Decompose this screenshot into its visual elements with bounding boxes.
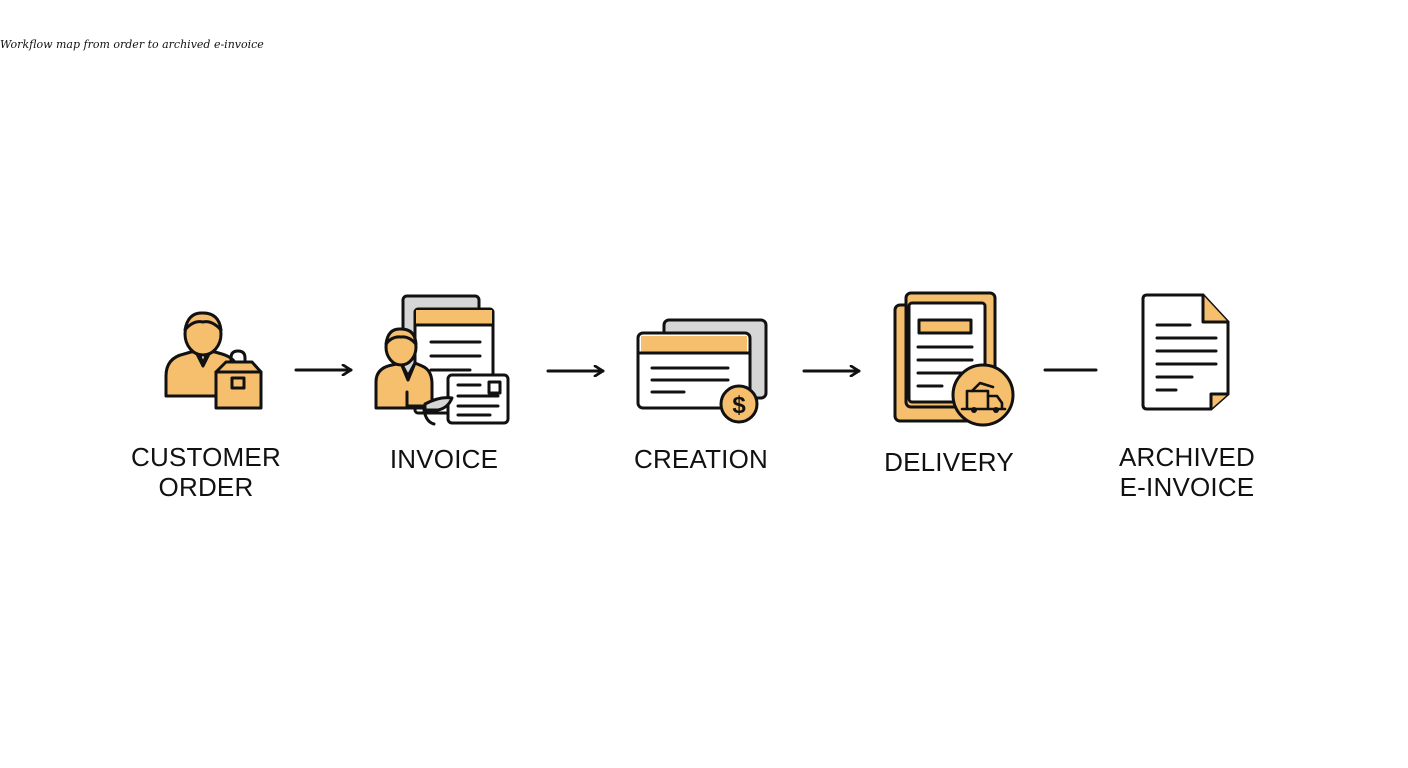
step-label-line: ARCHIVED — [1119, 442, 1255, 472]
step-label-line: CREATION — [633, 444, 768, 474]
step-label-invoice: INVOICE — [334, 444, 554, 474]
step-label-customer-order: CUSTOMER ORDER — [96, 442, 316, 502]
step-label-line: INVOICE — [389, 444, 499, 474]
folded-document-icon — [1141, 293, 1230, 411]
customer-with-package-icon — [164, 311, 263, 410]
step-label-line: CUSTOMER — [131, 442, 281, 472]
invoice-handoff-icon — [374, 294, 510, 426]
step-label-creation: CREATION — [591, 444, 811, 474]
document-with-delivery-truck-icon — [893, 291, 1015, 427]
diagram-caption: Workflow map from order to archived e-in… — [0, 38, 264, 51]
step-label-delivery: DELIVERY — [839, 447, 1059, 477]
step-label-line: DELIVERY — [884, 447, 1014, 477]
step-label-archived-e-invoice: ARCHIVED E-INVOICE — [1077, 442, 1297, 502]
step-label-line: E-INVOICE — [1119, 472, 1255, 502]
svg-text:$: $ — [732, 392, 746, 419]
step-label-line: ORDER — [158, 472, 254, 502]
payment-card-dollar-icon: $ — [636, 318, 768, 424]
